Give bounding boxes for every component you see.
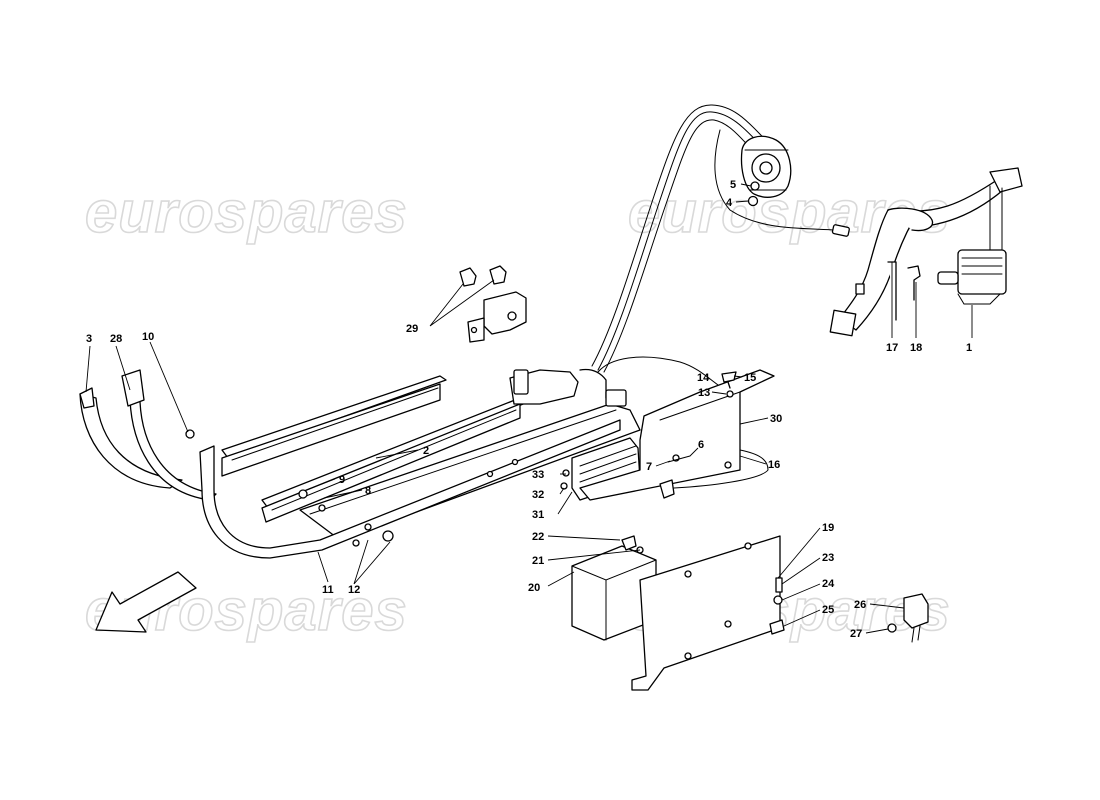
- callout-4: 4: [726, 197, 733, 209]
- callout-32: 32: [532, 489, 544, 501]
- callout-9: 9: [339, 474, 345, 486]
- callout-labels: 1 2 3 4 5 6 7 8 9 10 11 12 13 14 15 16 1…: [86, 179, 972, 640]
- fasteners-19-25: [769, 577, 785, 635]
- ecu-bracket: [631, 535, 781, 691]
- callout-7: 7: [646, 461, 652, 473]
- callout-24: 24: [822, 578, 835, 590]
- callout-30: 30: [770, 413, 782, 425]
- seat-rail-motor: [509, 368, 627, 407]
- seat-rail-upper: [221, 375, 529, 523]
- callout-3: 3: [86, 333, 92, 345]
- frame-fasteners: [185, 429, 519, 547]
- callout-12: 12: [348, 584, 360, 596]
- callout-19: 19: [822, 522, 834, 534]
- callout-15: 15: [744, 372, 756, 384]
- callout-2: 2: [423, 445, 429, 457]
- fastener-14-15: [721, 371, 737, 398]
- connector-16: [659, 449, 769, 499]
- callout-1: 1: [966, 342, 972, 354]
- screw-27: [887, 623, 897, 633]
- bracket-clips: [459, 265, 527, 343]
- direction-arrow: [95, 571, 197, 633]
- relay-26: [903, 593, 929, 643]
- screw-6-7: [667, 454, 691, 463]
- callout-11: 11: [322, 584, 334, 596]
- fasteners-21-22: [621, 535, 644, 554]
- callout-18: 18: [910, 342, 922, 354]
- callout-14: 14: [697, 372, 710, 384]
- callout-8: 8: [365, 485, 371, 497]
- seat-belt-retractor: [740, 135, 792, 198]
- callout-23: 23: [822, 552, 834, 564]
- callout-28: 28: [110, 333, 122, 345]
- callout-31: 31: [532, 509, 544, 521]
- callout-10: 10: [142, 331, 154, 343]
- callout-13: 13: [698, 387, 710, 399]
- callout-26: 26: [854, 599, 866, 611]
- callout-leaders: [85, 183, 973, 634]
- watermark-top-left: eurospares: [85, 180, 408, 245]
- belt-retractor-cable: [591, 104, 850, 393]
- seat-frame-left: [79, 369, 217, 501]
- callout-6: 6: [698, 439, 704, 451]
- callout-20: 20: [528, 582, 540, 594]
- callout-22: 22: [532, 531, 544, 543]
- callout-25: 25: [822, 604, 834, 616]
- callout-29: 29: [406, 323, 418, 335]
- bolt-18: [907, 265, 921, 301]
- callout-27: 27: [850, 628, 862, 640]
- seat-frame-main: [199, 419, 621, 559]
- callout-33: 33: [532, 469, 544, 481]
- seat-belt-assembly: [829, 167, 1023, 337]
- callout-17: 17: [886, 342, 898, 354]
- fasteners-31-33: [560, 469, 570, 490]
- callout-5: 5: [730, 179, 736, 191]
- callout-21: 21: [532, 555, 544, 567]
- callout-16: 16: [768, 459, 780, 471]
